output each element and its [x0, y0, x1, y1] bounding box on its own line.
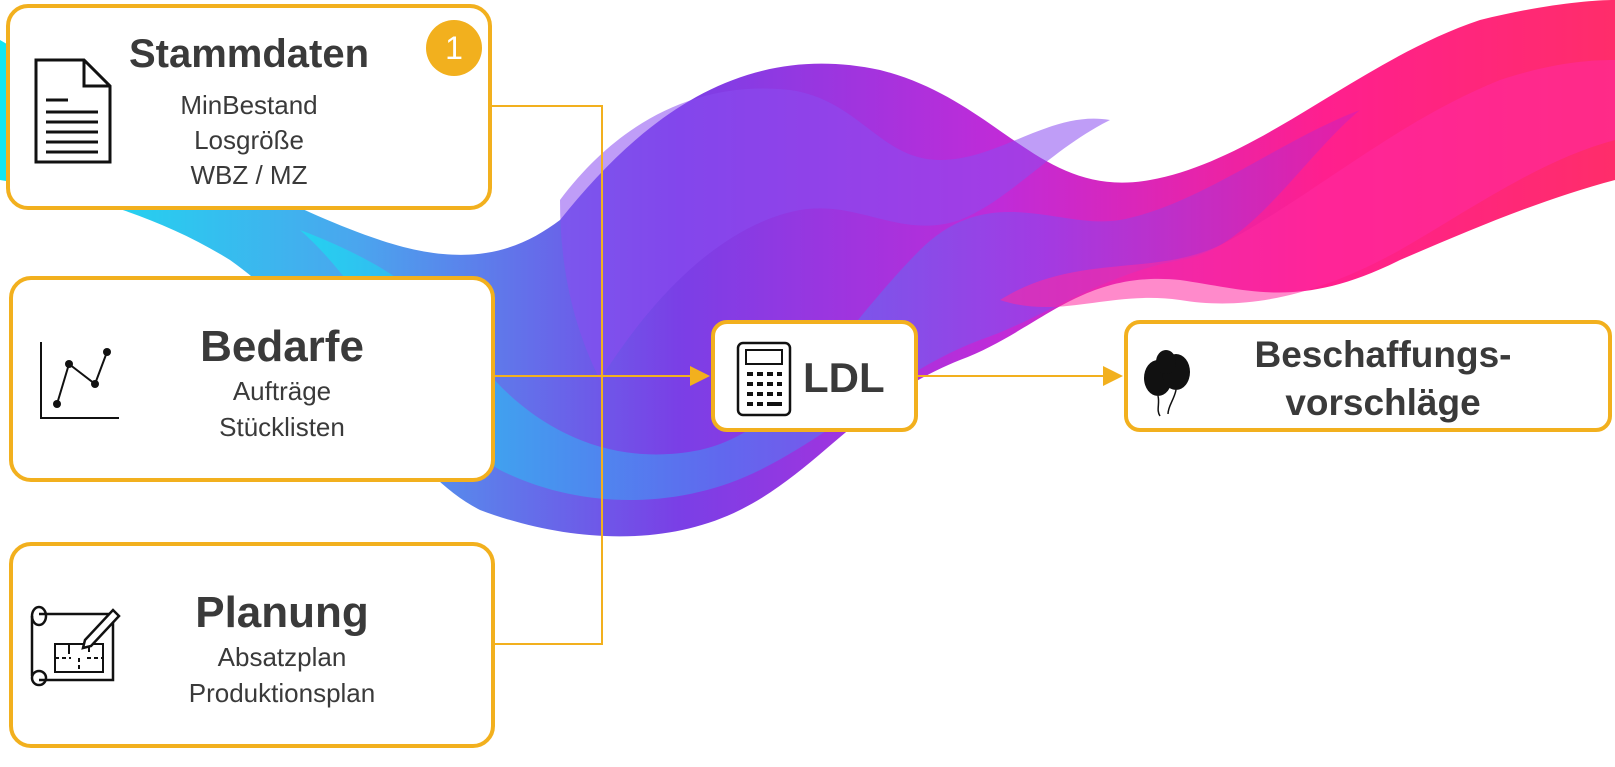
- bedarfe-line-1: Aufträge: [232, 376, 332, 406]
- calculator-icon: [736, 341, 792, 417]
- stammdaten-line-2: Losgröße: [194, 125, 304, 155]
- connector-stammdaten: [492, 105, 603, 376]
- blueprint-icon: [30, 605, 121, 687]
- connector-planung: [495, 376, 603, 645]
- planung-box: Planung Absatzplan Produktionsplan: [9, 542, 495, 748]
- planung-line-1: Absatzplan: [217, 642, 347, 672]
- planung-line-2: Produktionsplan: [188, 678, 376, 708]
- bedarfe-box: Bedarfe Aufträge Stücklisten: [9, 276, 495, 482]
- balloons-icon: [1144, 350, 1190, 417]
- beschaffung-title-line-1: Beschaffungs-: [1254, 334, 1512, 375]
- stammdaten-box: Stammdaten MinBestand Losgröße WBZ / MZ: [6, 4, 492, 210]
- line-chart-icon: [40, 342, 119, 419]
- bedarfe-title: Bedarfe: [200, 322, 364, 371]
- ldl-box: LDL: [711, 320, 918, 432]
- bedarfe-line-2: Stücklisten: [219, 412, 345, 442]
- document-icon: [34, 58, 112, 164]
- planung-title: Planung: [195, 588, 369, 637]
- ldl-title: LDL: [803, 354, 885, 401]
- beschaffung-box: Beschaffungs- vorschläge: [1124, 320, 1612, 432]
- stammdaten-line-3: WBZ / MZ: [190, 160, 308, 190]
- beschaffung-title-line-2: vorschläge: [1285, 382, 1481, 423]
- stammdaten-line-1: MinBestand: [180, 90, 318, 120]
- stammdaten-title: Stammdaten: [128, 32, 370, 76]
- step-number-badge: 1: [426, 20, 482, 76]
